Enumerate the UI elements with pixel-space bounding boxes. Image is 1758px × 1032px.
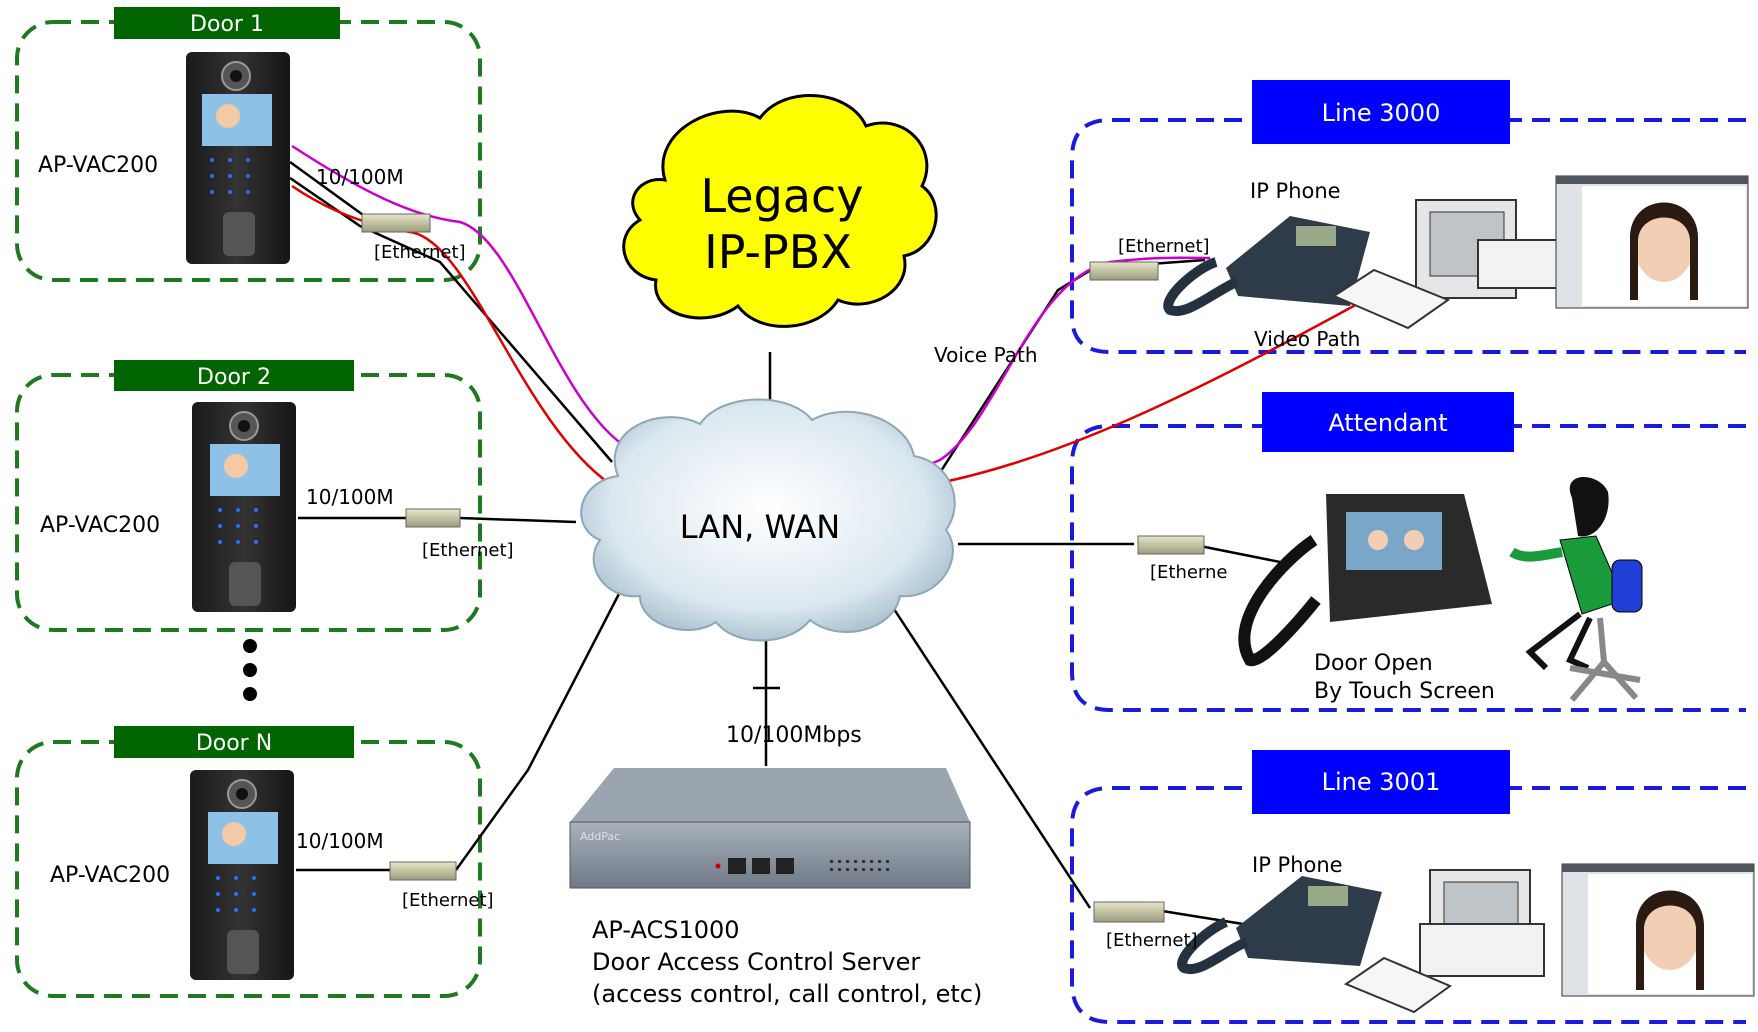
line3001-title: Line 3001 bbox=[1322, 768, 1441, 796]
door2-device-icon bbox=[192, 402, 296, 612]
door1-title: Door 1 bbox=[190, 12, 264, 37]
door2-title: Door 2 bbox=[197, 365, 271, 390]
door1-link-a bbox=[289, 160, 371, 222]
door2-title-bg bbox=[114, 360, 354, 391]
server-desc-label: (access control, call control, etc) bbox=[592, 980, 982, 1008]
door1-border bbox=[15, 20, 482, 282]
attendant-ethernet-label: [Etherne bbox=[1150, 562, 1228, 583]
line3000-video-screen bbox=[1555, 175, 1749, 309]
line3000-ethernet-label: [Ethernet] bbox=[1118, 236, 1210, 257]
pbx-label-line2: IP-PBX bbox=[704, 225, 852, 279]
doorN-group: Door N bbox=[15, 726, 482, 998]
line3001-video-screen bbox=[1561, 863, 1755, 997]
attendant-group: Attendant bbox=[1070, 392, 1746, 712]
line3000-pc-icon bbox=[1331, 199, 1569, 330]
attendant-title: Attendant bbox=[1328, 409, 1447, 437]
doorN-device-label: AP-VAC200 bbox=[50, 863, 170, 888]
text-labels: AP-VAC200 10/100M [Ethernet] AP-VAC200 1… bbox=[38, 153, 1495, 1008]
doorN-title: Door N bbox=[196, 731, 272, 756]
attendant-caption-line2: By Touch Screen bbox=[1314, 679, 1495, 704]
line3001-group: Line 3001 bbox=[1070, 750, 1746, 1024]
door1-speed-label: 10/100M bbox=[316, 165, 404, 189]
line3001-ethernet-label: [Ethernet] bbox=[1106, 930, 1198, 951]
doorN-ethernet-label: [Ethernet] bbox=[402, 890, 494, 911]
video-path-label: Video Path bbox=[1254, 327, 1360, 351]
attendant-caption-line1: Door Open bbox=[1314, 651, 1433, 676]
doorN-speed-label: 10/100M bbox=[296, 829, 384, 853]
door1-group: Door 1 bbox=[15, 7, 482, 282]
line3000-phone-label: IP Phone bbox=[1250, 179, 1341, 203]
door1-device-icon bbox=[186, 52, 290, 264]
server-device-icon: AddPac bbox=[569, 768, 971, 889]
attendant-person-icon bbox=[1509, 476, 1643, 702]
line3001-link-a bbox=[890, 605, 1092, 909]
doorN-border bbox=[15, 740, 482, 998]
attendant-video-phone-icon bbox=[1238, 494, 1492, 667]
ellipsis-dot bbox=[243, 663, 257, 677]
server-speed-label: 10/100Mbps bbox=[726, 723, 862, 748]
doorN-title-bg bbox=[114, 726, 354, 758]
line3000-link bbox=[928, 258, 1206, 489]
line3000-ethernet-icon bbox=[1089, 261, 1159, 281]
pbx-cloud-shape bbox=[622, 94, 938, 328]
ellipsis-dot bbox=[243, 687, 257, 701]
attendant-link-b bbox=[1199, 544, 1291, 566]
lan-label: LAN, WAN bbox=[680, 508, 840, 546]
door2-speed-label: 10/100M bbox=[306, 485, 394, 509]
line3000-ip-phone-icon bbox=[1163, 216, 1370, 317]
lan-cloud: LAN, WAN bbox=[580, 398, 956, 642]
doorN-ethernet-icon bbox=[389, 861, 457, 881]
door1-ethernet-label: [Ethernet] bbox=[374, 242, 466, 263]
ellipsis-dot bbox=[243, 639, 257, 653]
attendant-title-bg bbox=[1262, 392, 1514, 452]
door2-ethernet-label: [Ethernet] bbox=[422, 540, 514, 561]
door2-ethernet-icon bbox=[405, 508, 461, 528]
attendant-border bbox=[1070, 424, 1746, 712]
door1-ethernet-icon bbox=[361, 213, 431, 233]
pbx-cloud: Legacy IP-PBX bbox=[622, 94, 938, 328]
line3000-title-bg bbox=[1252, 80, 1510, 144]
lan-cloud-shape bbox=[580, 398, 956, 642]
voice-path-label: Voice Path bbox=[934, 343, 1038, 367]
attendant-ethernet-icon bbox=[1137, 535, 1205, 555]
line3001-border bbox=[1070, 786, 1746, 1024]
line3001-ip-phone-icon bbox=[1177, 876, 1382, 975]
line3000-title: Line 3000 bbox=[1322, 99, 1441, 127]
door1-title-bg bbox=[114, 7, 340, 39]
pbx-label-line1: Legacy bbox=[700, 169, 863, 223]
server-brand: AddPac bbox=[580, 830, 620, 843]
door2-link-b bbox=[459, 516, 577, 524]
line3001-ethernet-icon bbox=[1093, 901, 1165, 923]
line3001-title-bg bbox=[1252, 750, 1510, 814]
line3001-pc-icon bbox=[1343, 869, 1545, 1014]
line3001-phone-label: IP Phone bbox=[1252, 853, 1343, 877]
door1-device-label: AP-VAC200 bbox=[38, 153, 158, 178]
line3000-group: Line 3000 bbox=[1070, 80, 1746, 354]
server-name-label: Door Access Control Server bbox=[592, 948, 920, 976]
door2-device-label: AP-VAC200 bbox=[40, 513, 160, 538]
doorN-link-b bbox=[454, 587, 624, 871]
line3000-border bbox=[1070, 118, 1746, 354]
ethernet-icons bbox=[361, 213, 1205, 923]
door1-link-b bbox=[289, 176, 613, 463]
server-model-label: AP-ACS1000 bbox=[592, 916, 740, 944]
door2-group: Door 2 bbox=[15, 360, 482, 632]
door2-border bbox=[15, 373, 482, 632]
doorN-device-icon bbox=[190, 770, 294, 980]
